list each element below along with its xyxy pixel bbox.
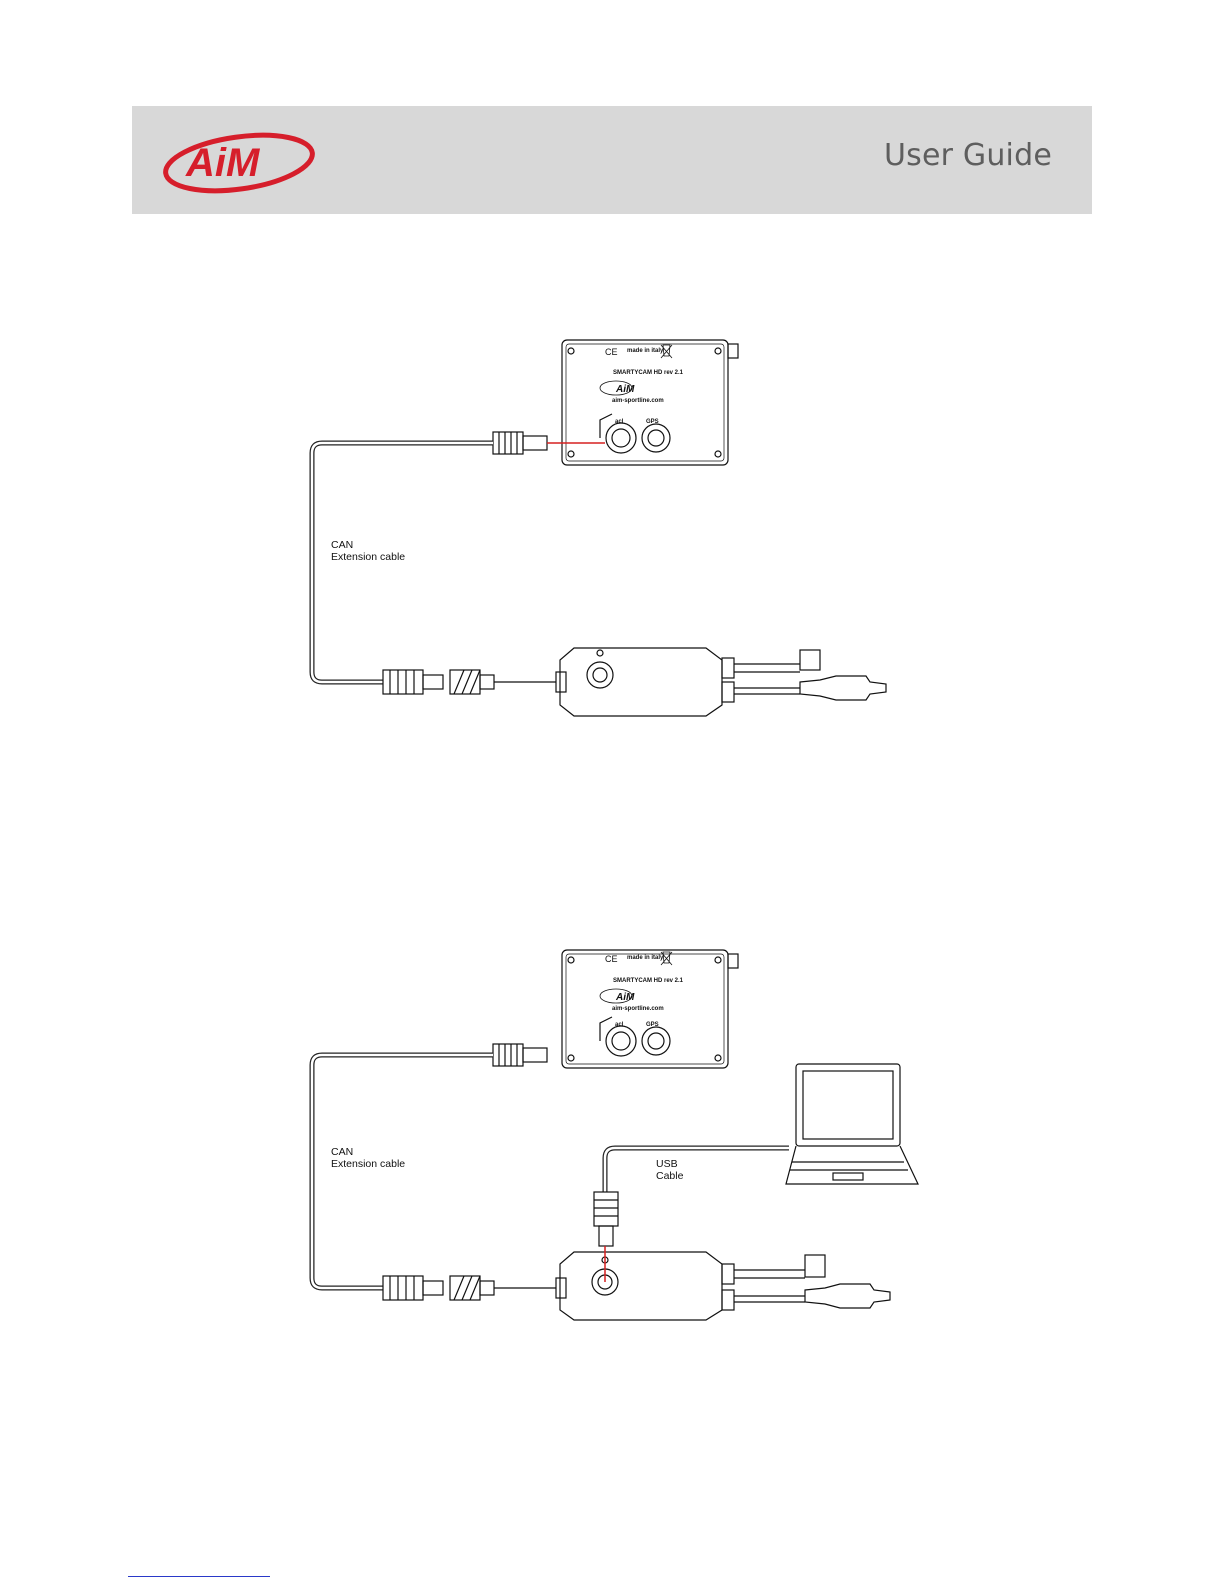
power-unit-port-icon [587,662,613,688]
hatched-connector-icon [450,1276,480,1300]
power-unit-body [560,648,722,716]
port-label-gps: GPS [646,1022,659,1028]
cable-connector-icon [493,1044,523,1066]
smartycam-body [562,950,728,1068]
usb-cable-label: USB Cable [656,1158,683,1182]
usb-connector-icon [594,1192,618,1226]
ce-mark: CE [605,954,618,964]
footer-link-underline[interactable] [128,1576,270,1577]
power-unit-port-icon [592,1269,618,1295]
can-cable-label: CAN Extension cable [331,539,405,563]
model-text: SMARTYCAM HD rev 2.1 [613,978,684,984]
can-connector-icon [383,1276,423,1300]
screw-icon [715,348,721,354]
can-connector-icon [383,670,423,694]
cigarette-plug-icon [805,1284,890,1308]
made-in-text: made in italy [627,955,664,961]
ce-mark: CE [605,347,618,357]
model-text: SMARTYCAM HD rev 2.1 [613,370,684,376]
cigarette-plug-icon [800,676,886,700]
screw-icon [715,451,721,457]
gps-port-icon [642,424,670,452]
website-text: aim-sportline.com [612,1006,664,1012]
battery-clip-icon [800,650,820,670]
power-unit-body [560,1252,722,1320]
can-cable-label: CAN Extension cable [331,1146,405,1170]
weee-bin-icon [661,952,672,965]
cable-connector-icon [493,432,523,454]
port-label-gps: GPS [646,419,659,425]
device-logo-text: AiM [615,992,635,1003]
screw-icon [568,451,574,457]
made-in-text: made in italy [627,348,664,354]
port-label-acl: acl [615,1022,624,1028]
website-text: aim-sportline.com [612,398,664,404]
connection-diagram-1: CE made in italy SMARTYCAM HD rev 2.1 Ai… [0,0,1225,760]
screw-icon [568,348,574,354]
port-label-acl: acl [615,419,624,425]
gps-port-icon [642,1027,670,1055]
battery-clip-icon [805,1255,825,1277]
can-port-icon [606,423,636,453]
can-port-icon [606,1026,636,1056]
laptop-icon [796,1064,900,1146]
antenna-stub [728,344,738,358]
